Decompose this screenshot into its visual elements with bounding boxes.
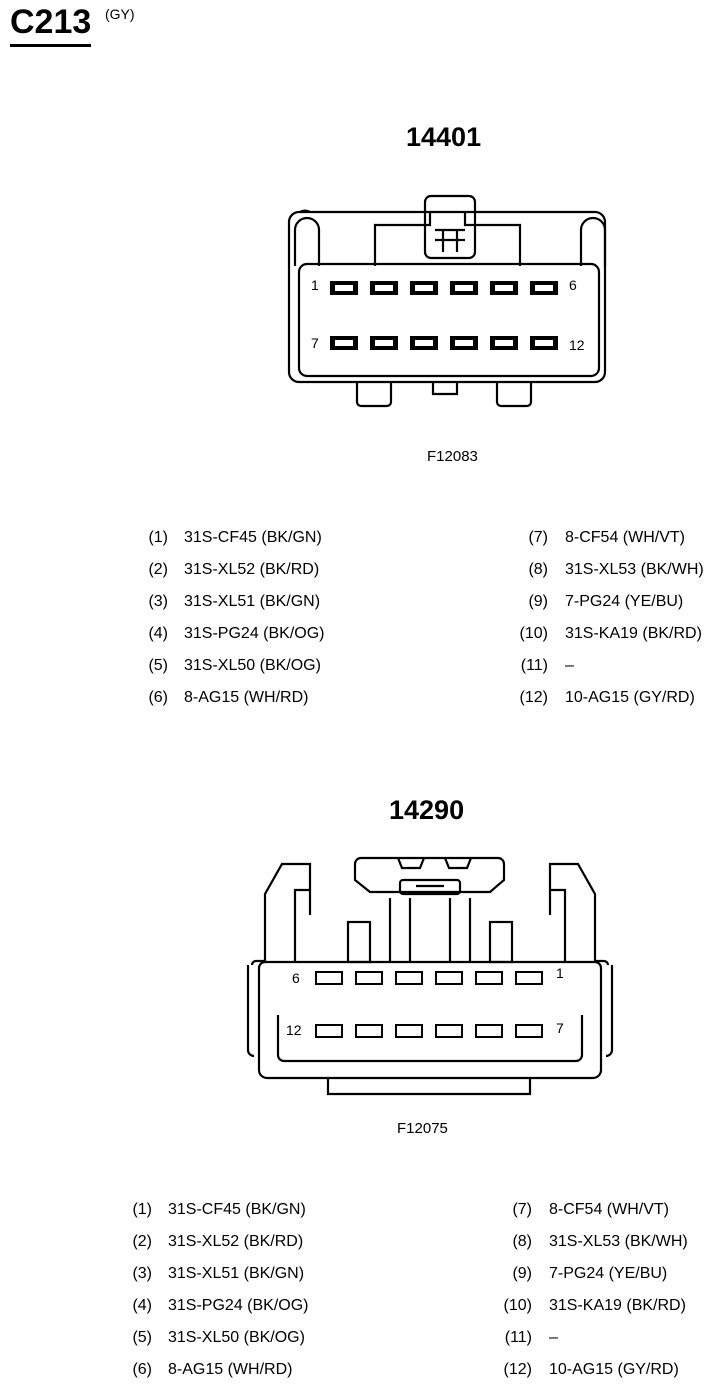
- pin-terminal: [395, 1024, 423, 1038]
- pin-terminal: [475, 971, 503, 985]
- wire-circuit: –: [565, 657, 574, 674]
- pin-label-1: 1: [311, 277, 319, 293]
- pin-number: (5): [132, 1329, 152, 1346]
- figure-id-F12083: F12083: [427, 448, 478, 465]
- wire-circuit: 7-PG24 (YE/BU): [549, 1265, 668, 1282]
- pin-terminal: [515, 1024, 543, 1038]
- pin-number: (12): [519, 689, 548, 706]
- pin-number: (1): [132, 1201, 152, 1218]
- connector-color: (GY): [105, 6, 135, 22]
- pin-terminal-slot: [495, 340, 513, 346]
- wire-circuit: 31S-XL50 (BK/OG): [184, 657, 321, 674]
- pin-number: (7): [528, 529, 548, 546]
- pin-terminal-slot: [495, 285, 513, 291]
- pin-label-12: 12: [569, 337, 585, 353]
- figure-id-F12075: F12075: [397, 1120, 448, 1137]
- pin-terminal: [435, 1024, 463, 1038]
- pin-label-6: 6: [569, 277, 577, 293]
- pin-label-12: 12: [286, 1022, 302, 1038]
- wire-circuit: 31S-XL51 (BK/GN): [168, 1265, 305, 1282]
- wire-circuit: 31S-XL50 (BK/OG): [168, 1329, 305, 1346]
- pin-number: (10): [503, 1297, 532, 1314]
- pin-terminal-slot: [415, 340, 433, 346]
- pin-terminal: [355, 1024, 383, 1038]
- wire-circuit: 8-CF54 (WH/VT): [565, 529, 685, 546]
- wire-circuit: 8-AG15 (WH/RD): [184, 689, 309, 706]
- wire-circuit: 31S-XL53 (BK/WH): [549, 1233, 688, 1250]
- pin-number: (4): [148, 625, 168, 642]
- pin-label-7: 7: [311, 335, 319, 351]
- pin-terminal-slot: [535, 340, 553, 346]
- pin-number: (5): [148, 657, 168, 674]
- pin-number: (6): [132, 1361, 152, 1378]
- wire-circuit: 31S-CF45 (BK/GN): [168, 1201, 306, 1218]
- pin-terminal-slot: [455, 285, 473, 291]
- pin-terminal: [355, 971, 383, 985]
- pin-number: (8): [528, 561, 548, 578]
- pin-terminal-slot: [455, 340, 473, 346]
- wire-circuit: –: [549, 1329, 558, 1346]
- pin-number: (8): [512, 1233, 532, 1250]
- pin-number: (2): [148, 561, 168, 578]
- wire-circuit: 8-CF54 (WH/VT): [549, 1201, 669, 1218]
- pin-number: (10): [519, 625, 548, 642]
- part-number-14290: 14290: [389, 795, 465, 825]
- wire-circuit: 31S-PG24 (BK/OG): [184, 625, 325, 642]
- connector-diagram-14290: 6 1 12 7: [246, 856, 614, 1096]
- wire-circuit: 31S-XL52 (BK/RD): [168, 1233, 304, 1250]
- pin-number: (11): [504, 1329, 532, 1346]
- pin-number: (12): [503, 1361, 532, 1378]
- pin-number: (9): [512, 1265, 532, 1282]
- pin-terminal: [475, 1024, 503, 1038]
- pin-number: (4): [132, 1297, 152, 1314]
- pin-label-6: 6: [292, 970, 300, 986]
- pin-number: (3): [148, 593, 168, 610]
- pin-terminal-slot: [535, 285, 553, 291]
- wire-circuit: 10-AG15 (GY/RD): [565, 689, 695, 706]
- pin-number: (11): [520, 657, 548, 674]
- connector-id: C213: [10, 2, 92, 47]
- pin-number: (7): [512, 1201, 532, 1218]
- pin-label-7: 7: [556, 1020, 564, 1036]
- connector-diagram-14401: 1 6 7 12: [287, 194, 607, 408]
- pin-number: (2): [132, 1233, 152, 1250]
- pin-label-1: 1: [556, 965, 564, 981]
- pin-number: (3): [132, 1265, 152, 1282]
- wire-circuit: 7-PG24 (YE/BU): [565, 593, 684, 610]
- pin-terminal-slot: [375, 340, 393, 346]
- pin-terminal: [315, 971, 343, 985]
- wire-circuit: 31S-KA19 (BK/RD): [549, 1297, 686, 1314]
- wire-circuit: 10-AG15 (GY/RD): [549, 1361, 679, 1378]
- pin-terminal-slot: [335, 340, 353, 346]
- wire-circuit: 31S-XL52 (BK/RD): [184, 561, 320, 578]
- pin-terminal: [515, 971, 543, 985]
- pin-number: (6): [148, 689, 168, 706]
- pin-number: (1): [148, 529, 168, 546]
- part-number-14401: 14401: [406, 122, 482, 152]
- pin-number: (9): [528, 593, 548, 610]
- pin-terminal-slot: [335, 285, 353, 291]
- pin-terminal: [315, 1024, 343, 1038]
- wire-circuit: 31S-KA19 (BK/RD): [565, 625, 702, 642]
- wire-circuit: 31S-CF45 (BK/GN): [184, 529, 322, 546]
- wire-circuit: 31S-XL51 (BK/GN): [184, 593, 321, 610]
- pin-terminal: [395, 971, 423, 985]
- wire-circuit: 31S-PG24 (BK/OG): [168, 1297, 309, 1314]
- pin-terminal-slot: [415, 285, 433, 291]
- wire-circuit: 31S-XL53 (BK/WH): [565, 561, 704, 578]
- pin-terminal: [435, 971, 463, 985]
- pin-terminal-slot: [375, 285, 393, 291]
- wire-circuit: 8-AG15 (WH/RD): [168, 1361, 293, 1378]
